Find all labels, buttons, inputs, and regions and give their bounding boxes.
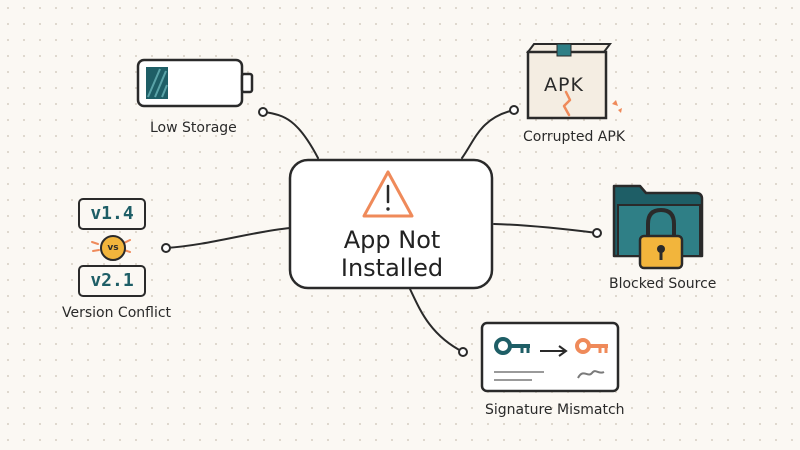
- connector-dot: [592, 228, 602, 238]
- connector-corrupted-apk: [461, 109, 515, 159]
- key-icon: [494, 337, 530, 355]
- label-blocked-source: Blocked Source: [609, 276, 717, 292]
- center-node-title: App Not Installed: [340, 226, 444, 282]
- warning-icon: [362, 170, 414, 218]
- connector-version-conflict: [165, 227, 291, 249]
- connector-blocked-source: [493, 223, 598, 234]
- connector-dot: [509, 105, 519, 115]
- signature-card-icon: [480, 321, 620, 393]
- vs-badge: vs: [100, 235, 126, 261]
- label-corrupted-apk: Corrupted APK: [523, 129, 626, 145]
- battery-icon: [136, 58, 254, 108]
- arrow-icon: [540, 345, 568, 357]
- package-icon: [526, 43, 622, 120]
- signature-scribble: [577, 370, 605, 379]
- center-node-box: [288, 158, 494, 290]
- connector-dot: [161, 243, 171, 253]
- version-badge-new: v2.1: [78, 265, 146, 297]
- label-low-storage: Low Storage: [150, 120, 237, 136]
- connector-dot: [458, 347, 468, 357]
- label-signature-mismatch: Signature Mismatch: [485, 402, 625, 418]
- label-version-conflict: Version Conflict: [62, 305, 172, 321]
- padlock-icon: [638, 207, 684, 270]
- connector-dot: [258, 107, 268, 117]
- connector-low-storage: [263, 111, 319, 159]
- version-badge-old: v1.4: [78, 198, 146, 230]
- package-apk-text: APK: [544, 74, 584, 96]
- connector-signature-mismatch: [409, 288, 464, 353]
- key-icon: [575, 338, 608, 354]
